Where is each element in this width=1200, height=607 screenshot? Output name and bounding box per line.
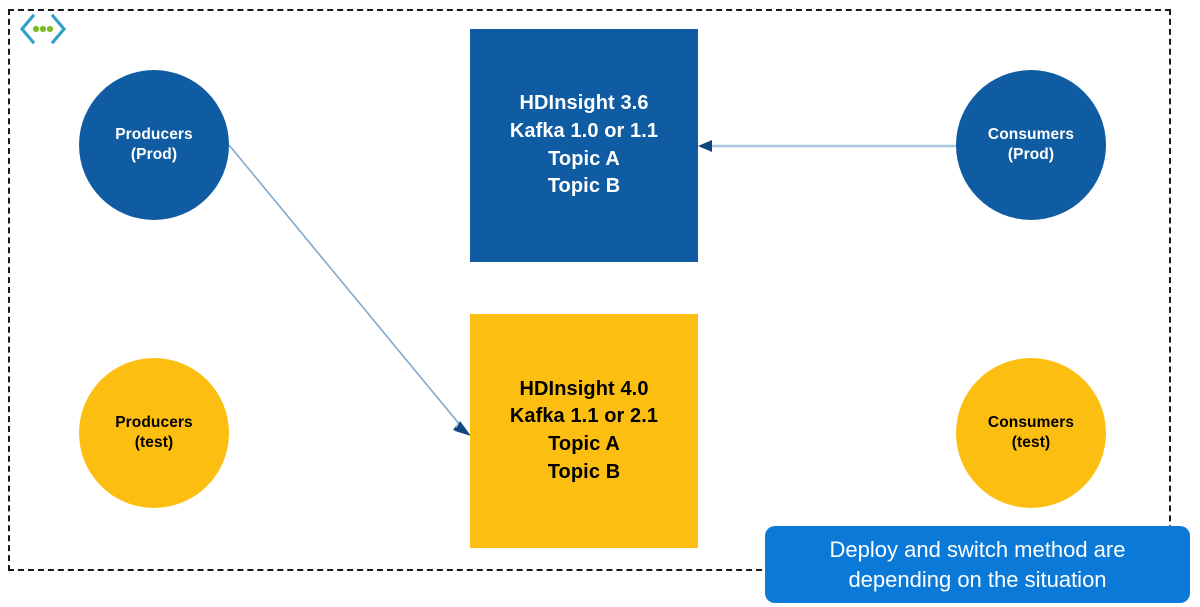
node-producers-prod[interactable]: Producers (Prod) bbox=[79, 70, 229, 220]
callout-line: Deploy and switch method are bbox=[829, 537, 1126, 563]
cluster-label-line: HDInsight 4.0 bbox=[519, 377, 649, 400]
cluster-hdinsight-40[interactable]: HDInsight 4.0 Kafka 1.1 or 2.1 Topic A T… bbox=[470, 314, 698, 548]
node-producers-test[interactable]: Producers (test) bbox=[79, 358, 229, 508]
node-consumers-prod[interactable]: Consumers (Prod) bbox=[956, 70, 1106, 220]
cluster-label-line: HDInsight 3.6 bbox=[519, 92, 649, 115]
cluster-hdinsight-36[interactable]: HDInsight 3.6 Kafka 1.0 or 1.1 Topic A T… bbox=[470, 29, 698, 262]
node-label-line: Producers bbox=[115, 125, 193, 143]
cluster-label-line: Kafka 1.1 or 2.1 bbox=[509, 405, 659, 428]
node-label-line: (Prod) bbox=[130, 146, 178, 163]
node-label-line: (test) bbox=[134, 434, 174, 451]
cluster-topic-line: Topic A bbox=[548, 147, 620, 170]
node-label-line: (test) bbox=[1011, 434, 1051, 451]
cluster-topic-line: Topic B bbox=[547, 175, 621, 198]
node-label-line: Consumers bbox=[987, 413, 1075, 431]
azure-region-boundary bbox=[8, 9, 1171, 571]
node-label-line: Producers bbox=[115, 413, 193, 431]
node-consumers-test[interactable]: Consumers (test) bbox=[956, 358, 1106, 508]
azure-code-icon bbox=[19, 13, 67, 45]
cluster-topic-line: Topic A bbox=[548, 433, 620, 455]
cluster-label-line: Kafka 1.0 or 1.1 bbox=[509, 119, 659, 142]
node-label-line: (Prod) bbox=[1007, 146, 1055, 163]
cluster-topic-line: Topic B bbox=[547, 460, 621, 483]
callout-line: depending on the situation bbox=[848, 566, 1107, 592]
node-label-line: Consumers bbox=[987, 125, 1075, 143]
deploy-switch-callout: Deploy and switch method are depending o… bbox=[765, 526, 1190, 603]
